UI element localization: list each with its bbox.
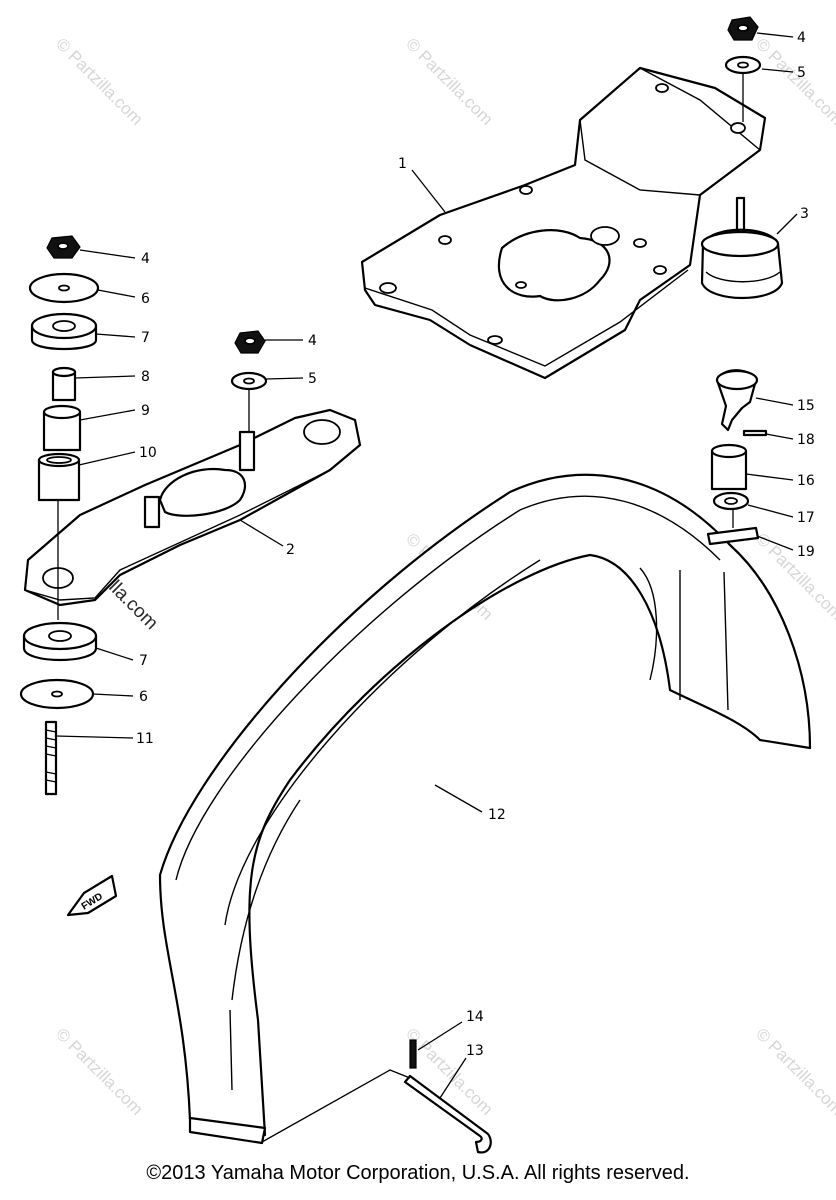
fwd-arrow: FWD xyxy=(66,874,118,917)
watermark: © Partzilla.com xyxy=(752,1024,836,1118)
callout-13: 13 xyxy=(466,1043,484,1059)
watermark: © Partzilla.com xyxy=(52,1024,146,1118)
watermark: © Partzilla.com xyxy=(402,34,496,128)
callout-2: 2 xyxy=(286,542,295,558)
callout-7-upper: 7 xyxy=(141,330,150,346)
callout-4-left: 4 xyxy=(141,251,150,267)
bushing-part-9 xyxy=(42,404,82,452)
bushing-part-10 xyxy=(37,452,81,502)
rubber-part-7-upper xyxy=(30,312,98,351)
callout-9: 9 xyxy=(141,403,150,419)
callout-1: 1 xyxy=(398,156,407,172)
cap-part-15 xyxy=(715,369,759,432)
watermark: © Partzilla.com xyxy=(752,34,836,128)
watermark: © Partzilla.com xyxy=(52,34,146,128)
stud-part-11 xyxy=(44,720,58,796)
nut-part-4-left xyxy=(46,235,81,259)
callout-14: 14 xyxy=(466,1009,484,1025)
nut-part-4-top xyxy=(727,16,759,41)
callout-15: 15 xyxy=(797,398,815,414)
washer-part-6-upper xyxy=(28,272,100,304)
clip-part-19 xyxy=(706,526,760,546)
callout-6-upper: 6 xyxy=(141,291,150,307)
callout-12: 12 xyxy=(488,807,506,823)
pin-part-18 xyxy=(742,429,768,437)
collar-part-16 xyxy=(710,443,748,491)
callout-4-top: 4 xyxy=(797,30,806,46)
callout-numbers: 1 2 3 4 5 4 6 7 8 9 10 4 5 7 6 11 12 15 … xyxy=(136,30,815,1059)
callout-19: 19 xyxy=(797,544,815,560)
callout-5-middle: 5 xyxy=(308,371,317,387)
washer-part-5-middle xyxy=(230,371,268,391)
callout-5-top: 5 xyxy=(797,65,806,81)
nut-part-4-middle xyxy=(234,330,266,354)
callout-11: 11 xyxy=(136,731,154,747)
callout-17: 17 xyxy=(797,510,815,526)
rubber-part-7-lower xyxy=(22,621,98,662)
leader-lines xyxy=(55,32,798,1099)
callout-18: 18 xyxy=(797,432,815,448)
callout-10: 10 xyxy=(139,445,157,461)
washer-part-5-top xyxy=(724,55,762,75)
callout-7-lower: 7 xyxy=(139,653,148,669)
copyright-notice: ©2013 Yamaha Motor Corporation, U.S.A. A… xyxy=(146,1162,690,1184)
callout-8: 8 xyxy=(141,369,150,385)
rubber-mount-part-3 xyxy=(700,196,784,299)
callout-6-lower: 6 xyxy=(139,689,148,705)
collar-part-8 xyxy=(51,366,77,402)
upper-bracket-part-1 xyxy=(360,66,767,380)
spring-part-14 xyxy=(409,1039,417,1069)
rod-part-13 xyxy=(403,1074,492,1154)
washer-part-17 xyxy=(712,491,750,511)
callout-16: 16 xyxy=(797,473,815,489)
callout-4-middle: 4 xyxy=(308,333,317,349)
washer-part-6-lower xyxy=(19,678,95,710)
callout-3: 3 xyxy=(800,206,809,222)
guard-part-12 xyxy=(158,473,812,1145)
